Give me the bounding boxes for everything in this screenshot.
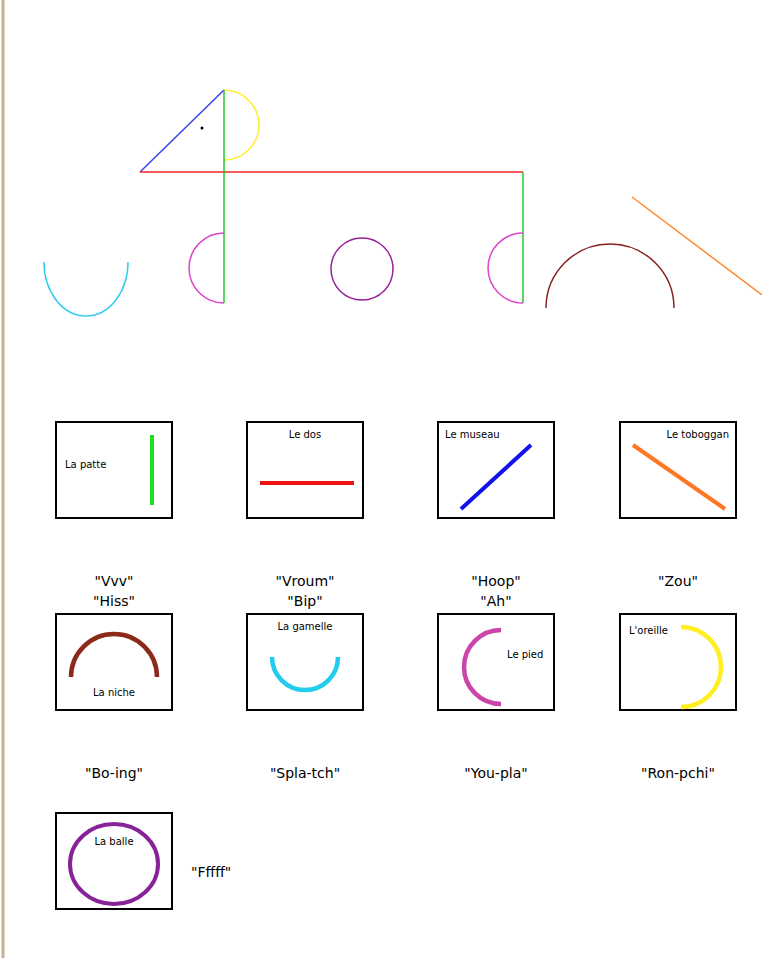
sound-word: "You-pla" <box>464 765 527 782</box>
back-line <box>140 171 523 173</box>
shape-arc <box>464 630 501 704</box>
legend-card: La patte"Vvv""Hiss" <box>55 421 173 519</box>
legend-card: Le museau"Hoop""Ah" <box>437 421 555 519</box>
legend-card: L'oreille"Ron-pchi" <box>619 613 737 711</box>
part-name: La patte <box>65 459 106 471</box>
shape-arc <box>272 657 338 690</box>
part-name: Le toboggan <box>667 429 729 441</box>
sound-word: "Spla-tch" <box>270 765 340 782</box>
part-name: Le dos <box>289 429 321 441</box>
ball-circle <box>331 238 393 300</box>
shape-line <box>260 481 354 485</box>
part-name: L'oreille <box>629 625 668 637</box>
card-shape <box>437 613 555 711</box>
card-shape <box>55 812 173 910</box>
part-name: La balle <box>94 836 133 848</box>
legend-card: Le dos"Vroum""Bip" <box>246 421 364 519</box>
sound-word: "Zou" <box>658 573 698 590</box>
sound-word: "Bip" <box>287 593 322 610</box>
legend-card: La balle"Fffff" <box>55 812 173 910</box>
sound-word: "Ron-pchi" <box>641 765 715 782</box>
legend-card: La gamelle"Spla-tch" <box>246 613 364 711</box>
part-name: La gamelle <box>278 621 333 633</box>
shape-ellipse <box>70 824 158 904</box>
sound-word: "Bo-ing" <box>85 765 143 782</box>
front-leg-line <box>223 90 225 303</box>
shape-line <box>461 445 531 509</box>
sound-word: "Vvv" <box>94 573 133 590</box>
sound-word: "Fffff" <box>191 864 231 881</box>
shape-line <box>633 445 725 509</box>
sound-word: "Vroum" <box>276 573 335 590</box>
sound-word: "Hiss" <box>93 593 135 610</box>
part-name: La niche <box>93 687 135 699</box>
back-leg-line <box>522 172 524 303</box>
part-name: Le pied <box>507 649 543 661</box>
shape-arc <box>681 627 721 707</box>
slide-line <box>632 197 762 295</box>
eye-dot <box>201 127 204 130</box>
shape-line <box>150 435 154 505</box>
legend-card: Le toboggan"Zou" <box>619 421 737 519</box>
legend-card: Le pied"You-pla" <box>437 613 555 711</box>
kennel-arc <box>546 244 674 308</box>
snout-line <box>140 90 224 172</box>
bowl-arc <box>44 262 128 316</box>
back-foot-arc <box>488 233 523 303</box>
shape-arc <box>71 634 157 677</box>
sound-word: "Ah" <box>480 593 511 610</box>
sound-word: "Hoop" <box>471 573 520 590</box>
front-foot-arc <box>189 233 224 303</box>
page-border <box>2 0 5 958</box>
legend-card: La niche"Bo-ing" <box>55 613 173 711</box>
ear-arc <box>224 90 259 160</box>
part-name: Le museau <box>445 429 500 441</box>
